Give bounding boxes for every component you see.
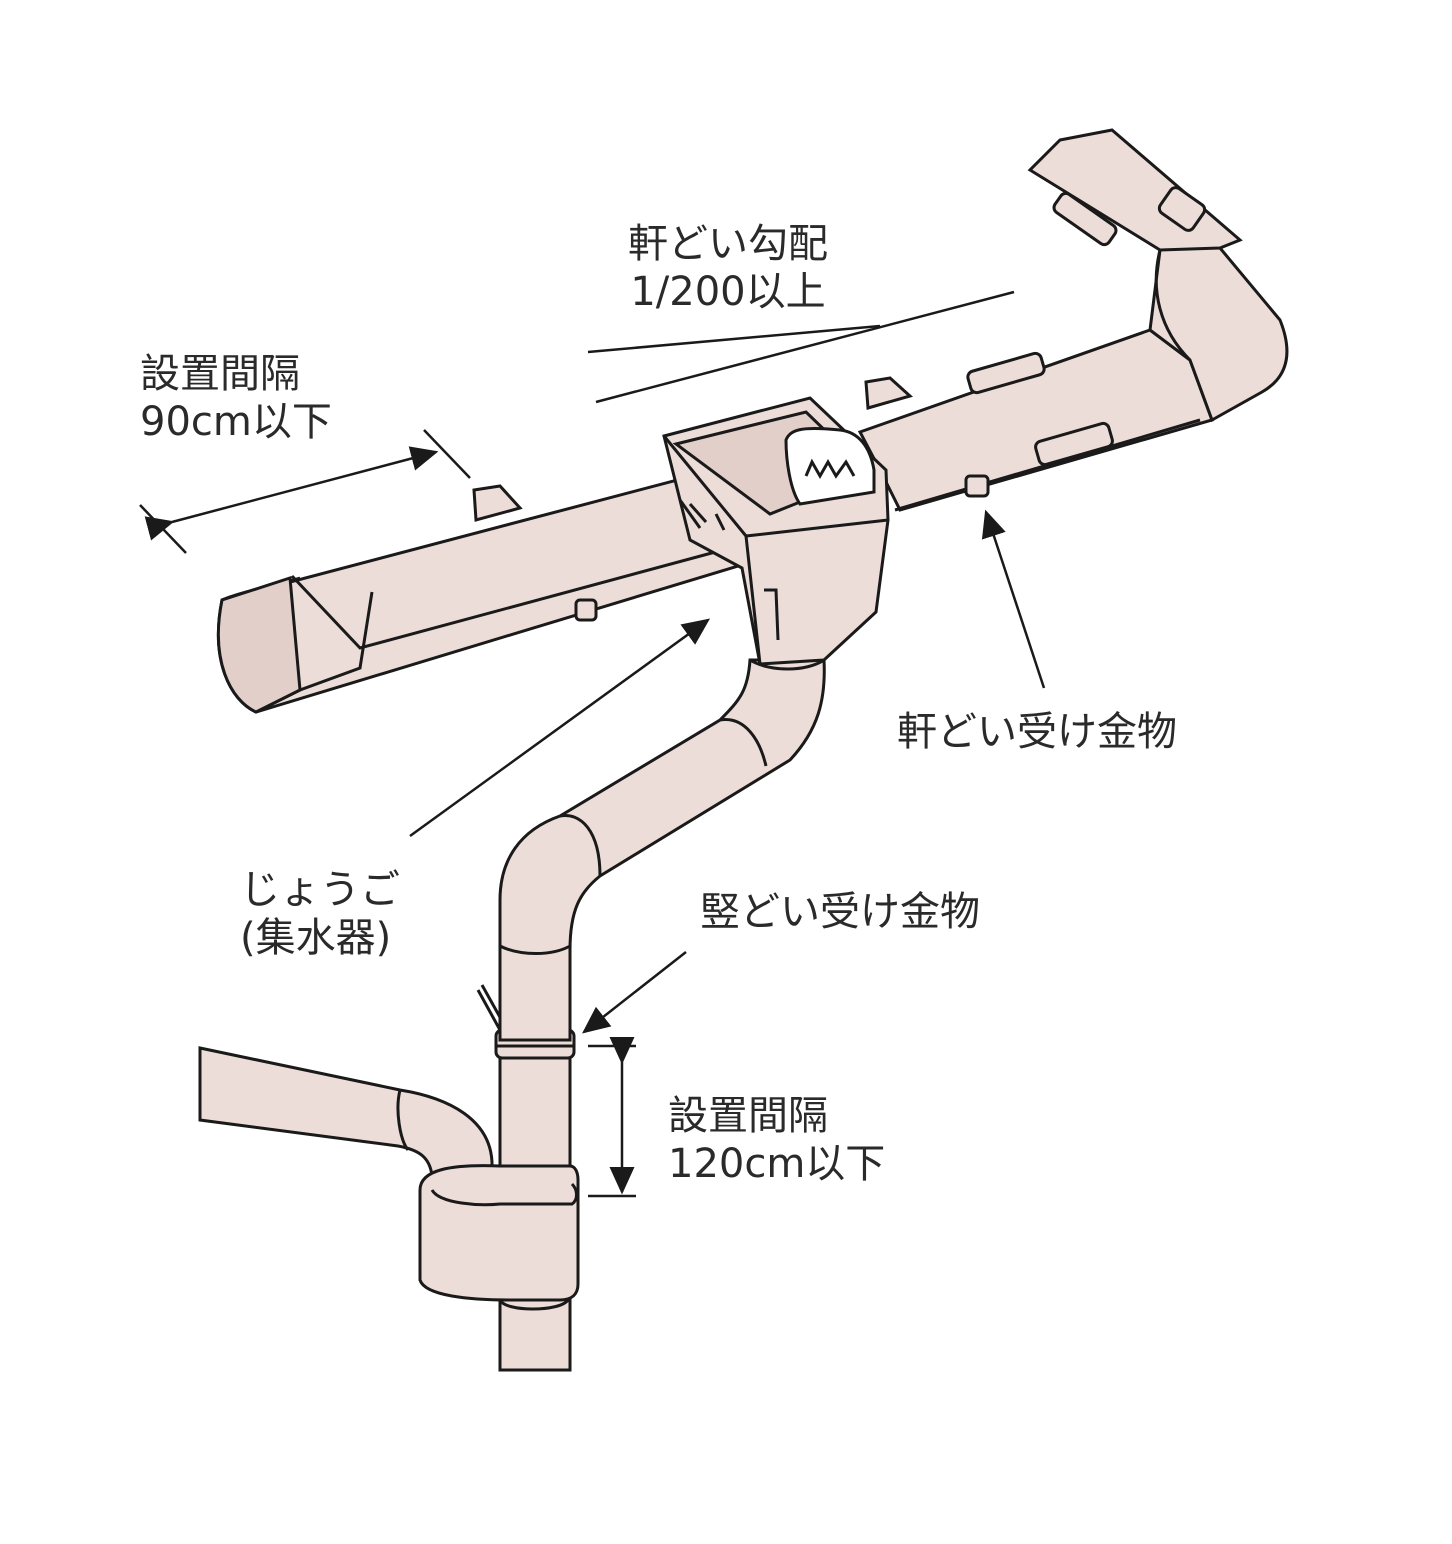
- downpipe-bracket-label: 竪どい受け金物: [700, 889, 980, 935]
- offset-elbow-pipe: [498, 658, 826, 1042]
- collector-head-title: じょうご: [240, 867, 400, 913]
- collector-head-label: じょうご (集水器): [240, 866, 400, 962]
- slope-line-upper: [587, 324, 881, 354]
- downpipe-bracket-pointer: [582, 951, 687, 1034]
- gutter-slope-value: 1/200以上: [630, 269, 826, 315]
- gutter-slope-title: 軒どい勾配: [628, 221, 828, 267]
- gutter-clip: [574, 598, 598, 622]
- eaves-gutter: [217, 128, 1289, 714]
- slope-line-lower: [595, 290, 1015, 404]
- eaves-bracket-pointer: [981, 509, 1046, 689]
- horizontal-drain-pipe: [198, 1046, 494, 1192]
- gutter-slope-label: 軒どい勾配 1/200以上: [628, 220, 828, 316]
- downpipe-bracket-spacing-value: 120cm以下: [668, 1141, 886, 1187]
- downpipe-bracket-spacing-label: 設置間隔 120cm以下: [668, 1092, 885, 1188]
- downpipe: [418, 984, 580, 1372]
- gutter-bracket-spacing-value: 90cm以下: [140, 399, 332, 445]
- gutter-brackets: [472, 376, 914, 522]
- spacing-top-arrow: [144, 446, 439, 541]
- collector-head: [662, 396, 890, 666]
- eaves-gutter-bracket-label: 軒どい受け金物: [897, 709, 1177, 755]
- gutter-bracket-spacing-title: 設置間隔: [140, 351, 300, 397]
- leader-lines: [139, 290, 1046, 1198]
- downpipe-bracket-spacing-title: 設置間隔: [668, 1093, 828, 1139]
- collector-head-pointer: [409, 618, 711, 838]
- gutter-clip: [964, 474, 990, 498]
- collector-head-subtitle: (集水器): [240, 915, 392, 961]
- gutter-bracket-spacing-label: 設置間隔 90cm以下: [140, 350, 332, 446]
